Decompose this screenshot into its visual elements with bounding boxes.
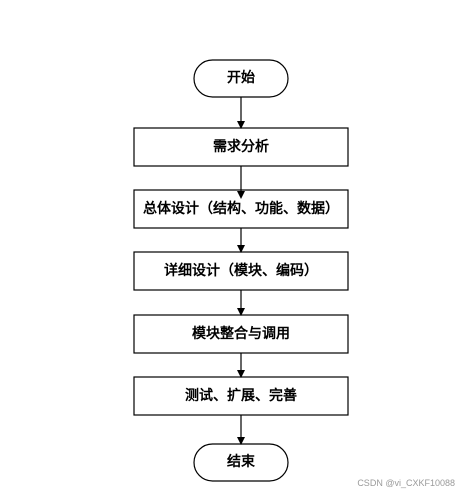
end-label: 结束 bbox=[227, 454, 255, 470]
step-label-overall-design: 总体设计（结构、功能、数据） bbox=[143, 200, 339, 217]
start-label: 开始 bbox=[227, 70, 255, 86]
step-label-requirements: 需求分析 bbox=[213, 138, 269, 155]
watermark-text: CSDN @vi_CXKF10088 bbox=[357, 478, 455, 488]
step-label-integration: 模块整合与调用 bbox=[192, 325, 290, 342]
process-box-detailed-design bbox=[133, 251, 349, 291]
process-box-requirements bbox=[133, 127, 349, 167]
step-label-detailed-design: 详细设计（模块、编码） bbox=[164, 262, 318, 279]
step-label-testing: 测试、扩展、完善 bbox=[185, 387, 297, 404]
